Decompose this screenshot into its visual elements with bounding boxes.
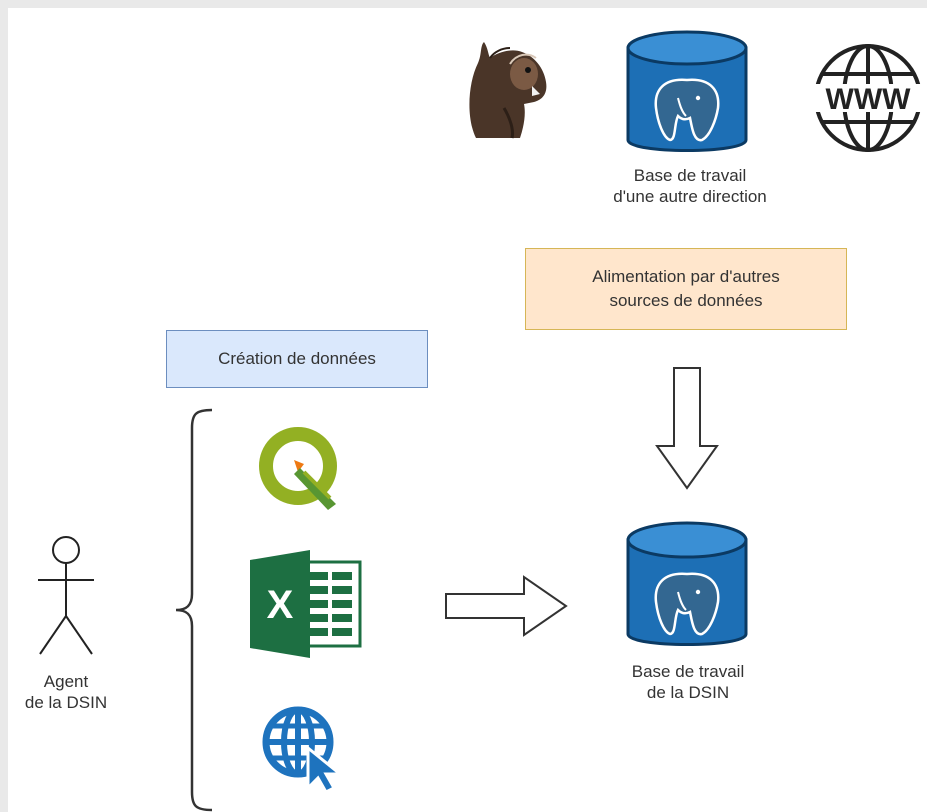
- www-globe-icon: WWW: [808, 44, 927, 152]
- base-dsin-label: Base de travail de la DSIN: [588, 661, 788, 703]
- excel-letter: X: [267, 583, 294, 627]
- dbeaver-icon: [469, 42, 547, 139]
- base-autre-line2: d'une autre direction: [613, 187, 767, 206]
- down-arrow: [655, 367, 719, 490]
- diagram-canvas: WWW Base de travail d'une autre directio…: [8, 8, 927, 812]
- excel-icon: X: [250, 550, 362, 658]
- alimentation-note: Alimentation par d'autres sources de don…: [525, 248, 847, 330]
- base-autre-label: Base de travail d'une autre direction: [568, 165, 812, 207]
- alimentation-line1: Alimentation par d'autres: [592, 267, 780, 286]
- alimentation-line2: sources de données: [609, 291, 763, 310]
- qgis-icon: [259, 427, 337, 510]
- actor-label: Agent de la DSIN: [8, 671, 124, 713]
- right-arrow: [445, 575, 568, 637]
- www-text: WWW: [826, 83, 912, 116]
- actor-line1: Agent: [43, 672, 89, 691]
- creation-note: Création de données: [166, 330, 428, 388]
- base-dsin-line1: Base de travail: [631, 662, 745, 681]
- actor-icon: [38, 536, 94, 655]
- creation-text: Création de données: [218, 349, 376, 368]
- base-autre-line1: Base de travail: [633, 166, 747, 185]
- actor-line2: de la DSIN: [24, 693, 108, 712]
- curly-brace: [175, 408, 213, 812]
- postgres-db-icon: [626, 30, 748, 152]
- postgres-db-icon-dsin: [626, 521, 748, 646]
- web-cursor-icon: [262, 706, 345, 794]
- base-dsin-line2: de la DSIN: [646, 683, 730, 702]
